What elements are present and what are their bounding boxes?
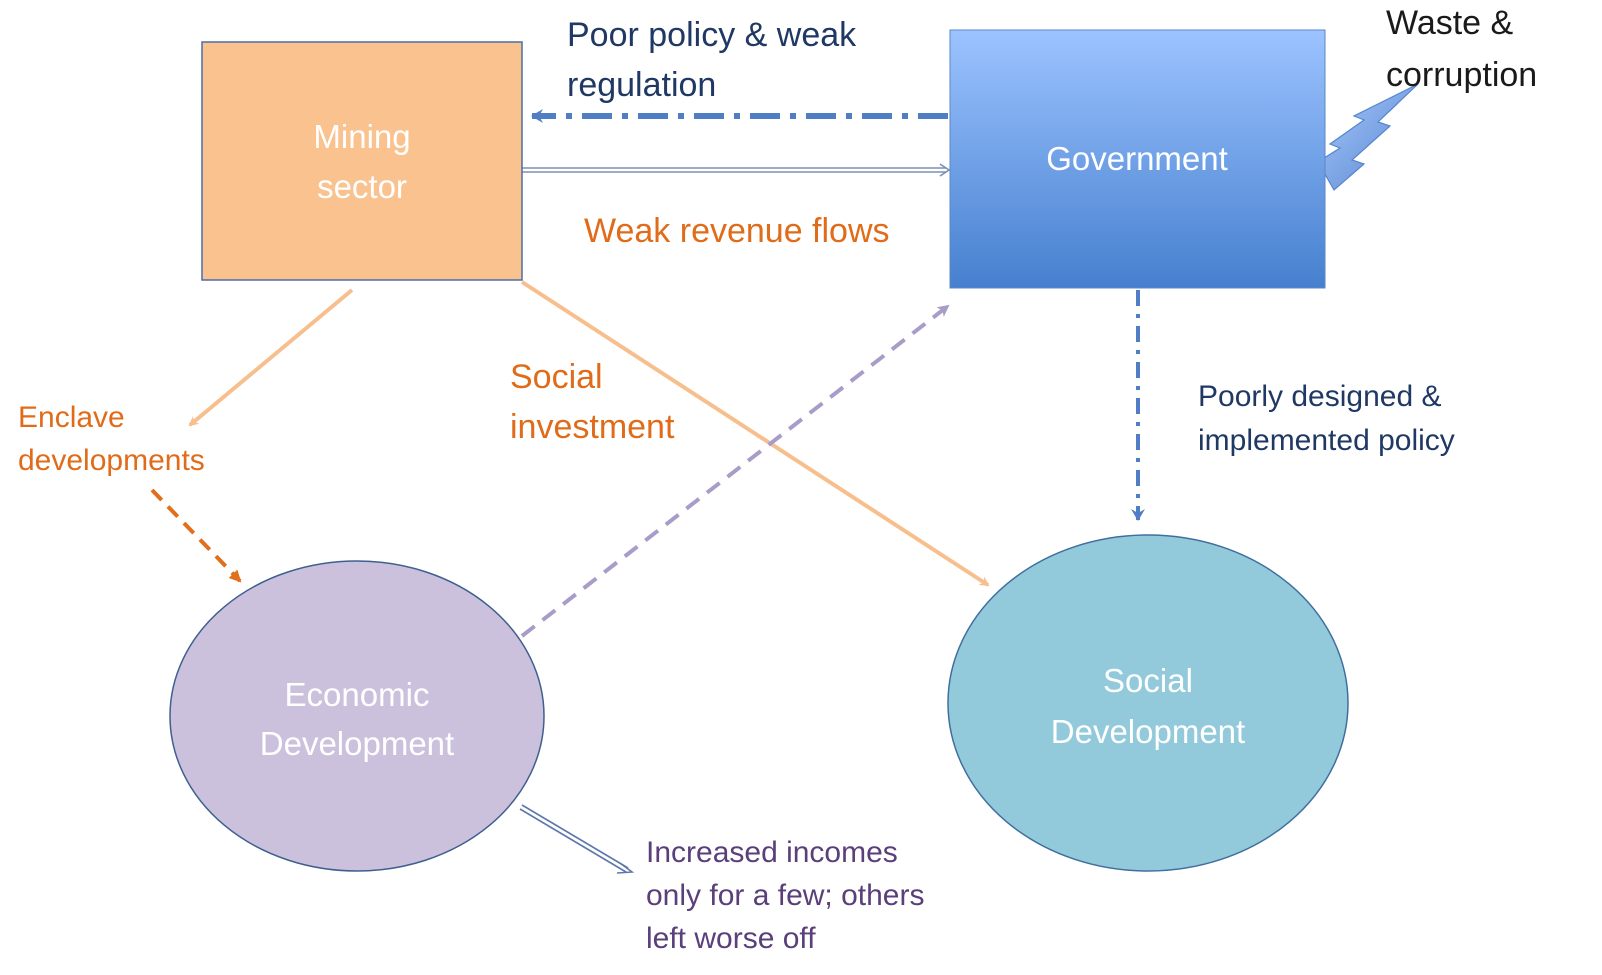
waste-label: Waste & corruption bbox=[1386, 4, 1537, 94]
enclave-line bbox=[188, 288, 354, 427]
poorly-designed-label: Poorly designed & implemented policy bbox=[1198, 380, 1455, 457]
social-investment-label: Social investment bbox=[510, 358, 675, 446]
social-investment-line2: investment bbox=[510, 408, 675, 446]
economic-development-node: Economic Development bbox=[169, 560, 545, 872]
economic-label-line1: Economic bbox=[285, 676, 430, 713]
poorly-designed-line1: Poorly designed & bbox=[1198, 380, 1442, 413]
incomes-label: Increased incomes only for a few; others… bbox=[646, 836, 924, 955]
policy-label-line2: regulation bbox=[567, 66, 716, 104]
policy-label-line1: Poor policy & weak bbox=[567, 16, 857, 54]
economic-to-government-arrow bbox=[520, 304, 950, 638]
enclave-to-economic-arrow bbox=[150, 488, 242, 583]
poorly-designed-line2: implemented policy bbox=[1198, 424, 1455, 457]
waste-label-line1: Waste & bbox=[1386, 4, 1514, 42]
incomes-arrow bbox=[519, 804, 635, 874]
social-investment-arrow bbox=[520, 280, 990, 587]
mining-label-line1: Mining bbox=[313, 118, 410, 155]
incomes-line3: left worse off bbox=[646, 922, 816, 955]
mining-label-line2: sector bbox=[317, 168, 407, 205]
social-label-line2: Development bbox=[1051, 713, 1245, 750]
waste-label-line2: corruption bbox=[1386, 56, 1537, 94]
enclave-label: Enclave developments bbox=[18, 401, 205, 477]
social-development-node: Social Development bbox=[947, 534, 1349, 872]
policy-label: Poor policy & weak regulation bbox=[567, 16, 857, 104]
government-label: Government bbox=[1046, 140, 1228, 177]
incomes-line2: only for a few; others bbox=[646, 879, 924, 912]
incomes-line1: Increased incomes bbox=[646, 836, 898, 869]
revenue-label: Weak revenue flows bbox=[584, 212, 890, 250]
mining-sector-node: Mining sector bbox=[201, 41, 523, 281]
revenue-flow-arrow bbox=[522, 163, 951, 177]
social-investment-line1: Social bbox=[510, 358, 603, 396]
lightning-icon bbox=[1317, 83, 1419, 191]
social-label-line1: Social bbox=[1103, 662, 1193, 699]
economic-label-line2: Development bbox=[260, 725, 454, 762]
enclave-label-line2: developments bbox=[18, 444, 205, 477]
government-node: Government bbox=[949, 29, 1326, 289]
enclave-label-line1: Enclave bbox=[18, 401, 125, 434]
